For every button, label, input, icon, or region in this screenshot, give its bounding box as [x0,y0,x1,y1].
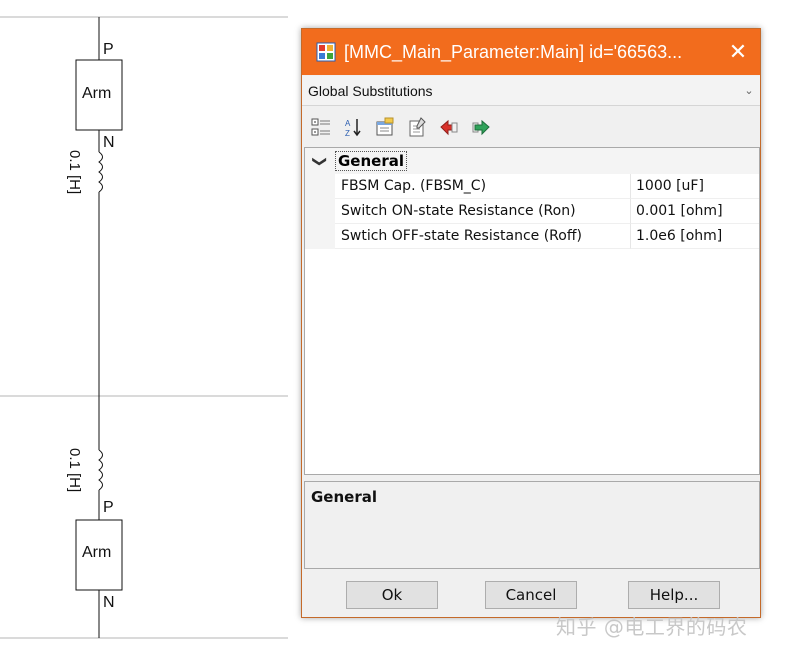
inductor-1[interactable] [98,151,103,193]
dialog-title: [MMC_Main_Parameter:Main] id='66563... [344,41,683,62]
property-value[interactable]: 1000 [uF] [631,174,759,199]
chevron-collapse-icon[interactable]: ❯ [312,155,329,167]
ok-button[interactable]: Ok [346,581,438,609]
property-name: Swtich OFF-state Resistance (Roff) [335,224,631,249]
row-gutter [305,224,335,249]
svg-text:Z: Z [345,129,350,137]
group-row-general[interactable]: ❯ General [305,148,759,174]
property-row[interactable]: Swtich OFF-state Resistance (Roff) 1.0e6… [305,224,759,249]
node-n-label: N [103,594,115,611]
node-p-label: P [103,41,114,58]
edit-icon[interactable] [406,116,428,138]
property-value[interactable]: 1.0e6 [ohm] [631,224,759,249]
arm-label-2: Arm [82,544,111,561]
group-label: General [335,151,407,171]
description-title: General [311,488,377,506]
inductor-2[interactable] [98,449,103,491]
property-row[interactable]: Switch ON-state Resistance (Ron) 0.001 [… [305,199,759,224]
import-icon[interactable] [438,116,460,138]
export-icon[interactable] [470,116,492,138]
chevron-down-icon[interactable]: ⌄ [744,85,754,97]
property-row[interactable]: FBSM Cap. (FBSM_C) 1000 [uF] [305,174,759,199]
node-p-label: P [103,499,114,516]
svg-text:A: A [345,119,351,128]
category-selector[interactable]: Global Substitutions ⌄ [302,76,760,106]
property-grid: ❯ General FBSM Cap. (FBSM_C) 1000 [uF] S… [304,147,760,475]
property-name: Switch ON-state Resistance (Ron) [335,199,631,224]
cancel-button[interactable]: Cancel [485,581,577,609]
parameter-dialog: [MMC_Main_Parameter:Main] id='66563... ✕… [301,28,761,618]
row-gutter [305,199,335,224]
node-n-label: N [103,134,115,151]
inductor-label-1: 0.1 [H] [66,150,83,194]
inductor-label-2: 0.1 [H] [66,448,83,492]
dialog-titlebar[interactable]: [MMC_Main_Parameter:Main] id='66563... ✕ [302,29,760,75]
arm-block-1[interactable] [75,59,123,131]
categorized-icon[interactable] [310,116,332,138]
row-gutter [305,174,335,199]
property-toolbar: A Z [302,109,760,145]
description-panel: General [304,481,760,569]
property-value[interactable]: 0.001 [ohm] [631,199,759,224]
close-button[interactable]: ✕ [728,39,748,64]
app-icon [316,42,336,62]
arm-label-1: Arm [82,85,111,102]
selector-value: Global Substitutions [308,82,433,99]
help-button[interactable]: Help... [628,581,720,609]
property-pages-icon[interactable] [374,116,396,138]
sort-az-icon[interactable]: A Z [342,116,364,138]
dialog-button-bar: Ok Cancel Help... [302,579,760,611]
property-name: FBSM Cap. (FBSM_C) [335,174,631,199]
watermark-text: 知乎 @电工界的码农 [556,615,748,639]
schematic-canvas: Arm P N 0.1 [H] 0.1 [H] P Arm N [0,16,288,639]
